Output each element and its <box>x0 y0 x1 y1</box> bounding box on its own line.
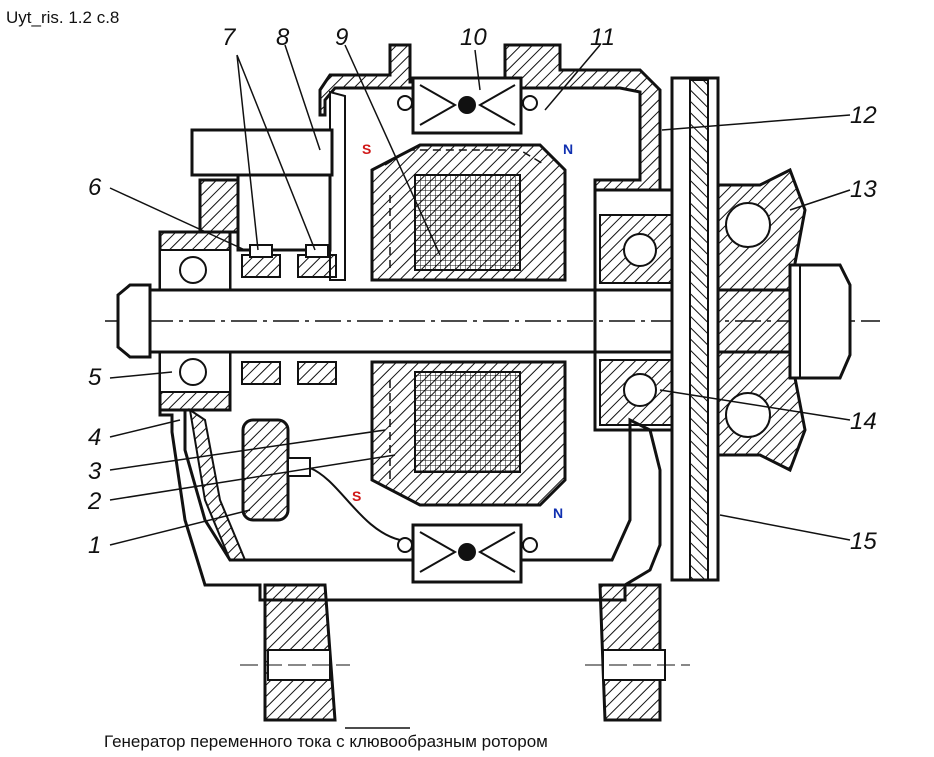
callout-11: 11 <box>590 24 615 51</box>
brush-holder <box>190 128 334 252</box>
cooling-fan <box>670 76 720 582</box>
callout-8: 8 <box>276 24 290 51</box>
callout-7: 7 <box>222 24 236 51</box>
callout-12: 12 <box>850 102 877 129</box>
callout-4: 4 <box>88 424 102 451</box>
pole-n-top: N <box>563 141 574 157</box>
callout-15: 15 <box>850 528 877 555</box>
callout-14: 14 <box>850 408 877 435</box>
callout-6: 6 <box>88 174 102 201</box>
callout-3: 3 <box>88 458 102 485</box>
front-bearing <box>593 188 692 432</box>
callout-13: 13 <box>850 176 877 203</box>
stator-winding <box>397 76 538 584</box>
callout-1: 1 <box>88 532 102 559</box>
callout-10: 10 <box>460 24 487 51</box>
rotor-claw-poles <box>370 143 567 507</box>
figure-caption: Генератор переменного тока с клювообразн… <box>104 732 548 751</box>
leader-lines <box>109 44 851 546</box>
callout-9: 9 <box>335 24 349 51</box>
callout-5: 5 <box>88 364 102 391</box>
mounting-feet <box>240 583 690 722</box>
slip-rings <box>241 244 337 385</box>
callout-2: 2 <box>88 488 102 515</box>
pole-n-bottom: N <box>553 505 564 521</box>
pole-s-top: S <box>362 141 372 157</box>
figure-reference: Uyt_ris. 1.2 c.8 <box>6 8 120 27</box>
pole-s-bottom: S <box>352 488 362 504</box>
drive-pulley <box>716 167 852 473</box>
